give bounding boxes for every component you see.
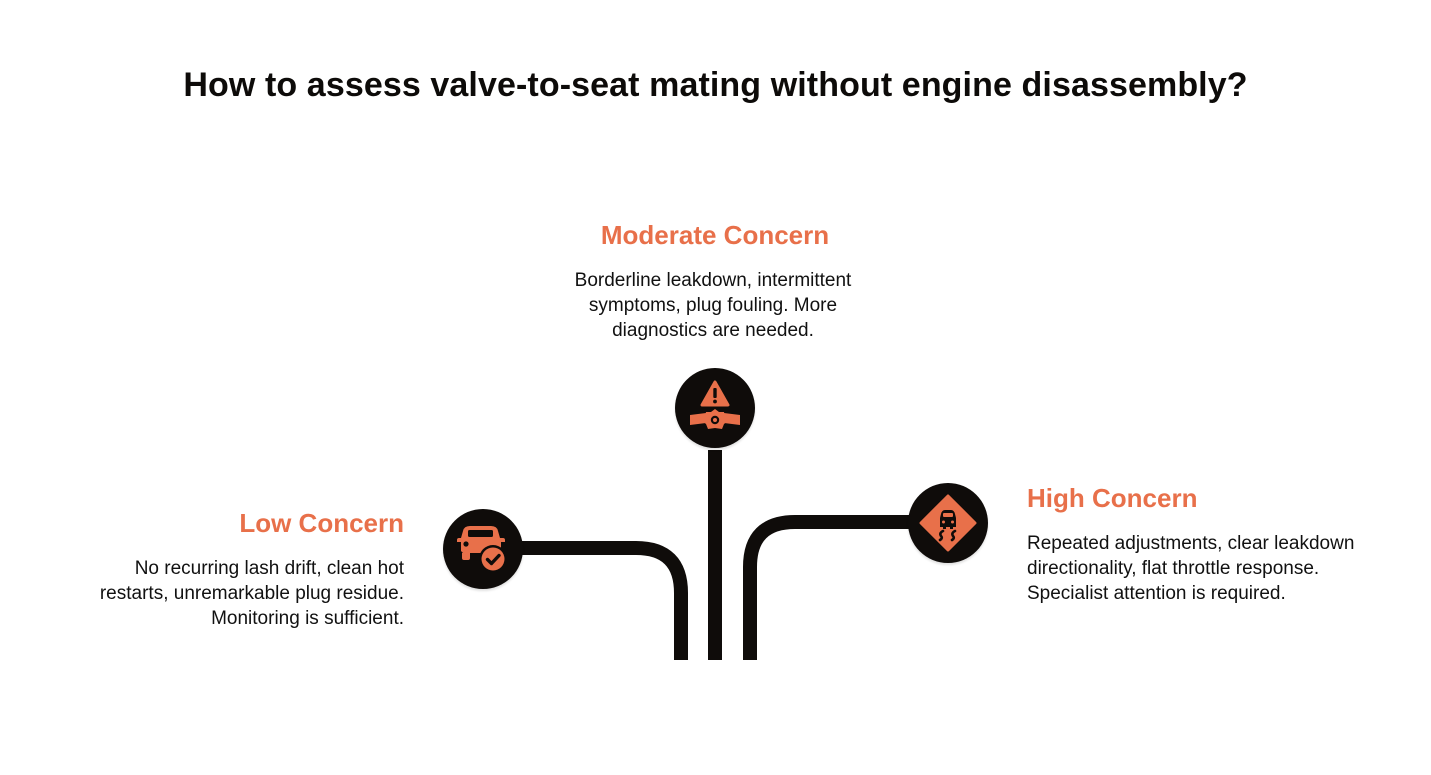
slippery-road-sign-icon [919,494,977,552]
moderate-concern-description: Borderline leakdown, intermittent sympto… [574,270,852,341]
warning-valve-icon [690,380,740,429]
low-concern-description: No recurring lash drift, clean hot resta… [99,558,404,629]
low-concern-node [443,509,523,589]
high-concern-description: Repeated adjustments, clear leakdown dir… [1027,533,1355,604]
diagram-title: How to assess valve-to-seat mating witho… [183,66,1248,104]
moderate-concern-heading: Moderate Concern [600,220,830,250]
car-check-icon [457,526,507,573]
moderate-concern-node [675,368,755,448]
high-concern-heading: High Concern [1027,483,1198,513]
low-connector-line [520,541,688,660]
high-connector-line [743,515,912,660]
low-concern-heading: Low Concern [239,508,404,538]
high-concern-node [908,483,988,563]
